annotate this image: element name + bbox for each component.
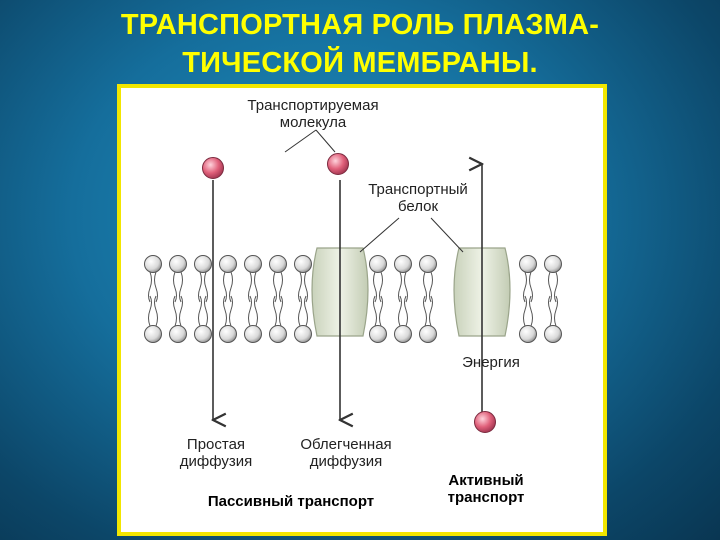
- protein-pointer-1: [359, 217, 400, 253]
- lipid-head-outer: [369, 255, 387, 273]
- lipid-head-outer: [519, 255, 537, 273]
- lipid-head-inner: [519, 325, 537, 343]
- label-transport-protein-1: Транспортный: [368, 181, 468, 198]
- lipid-head-inner: [419, 325, 437, 343]
- slide-title: ТРАНСПОРТНАЯ РОЛЬ ПЛАЗМА- ТИЧЕСКОЙ МЕМБР…: [0, 6, 720, 82]
- lipid-head-outer: [394, 255, 412, 273]
- lipid-tails: [248, 271, 258, 327]
- lipid-head-outer: [544, 255, 562, 273]
- label-facilitated-diffusion-1: Облегченная: [300, 436, 392, 453]
- lipid-tails: [398, 271, 408, 327]
- label-transport-protein-2: белок: [397, 198, 439, 215]
- lipid-tails: [373, 271, 383, 327]
- molecule-pointer-1: [284, 129, 317, 153]
- title-line-1: ТРАНСПОРТНАЯ РОЛЬ ПЛАЗМА-: [120, 9, 600, 41]
- lipid-head-outer: [419, 255, 437, 273]
- title-line-2: ТИЧЕСКОЙ МЕМБРАНЫ.: [182, 47, 538, 79]
- lipid-head-outer: [169, 255, 187, 273]
- lipid-head-inner: [394, 325, 412, 343]
- lipid-tails: [148, 271, 158, 327]
- protein-pointer-2: [430, 217, 464, 253]
- lipid-head-inner: [294, 325, 312, 343]
- lipid-head-inner: [194, 325, 212, 343]
- lipid-tails: [173, 271, 183, 327]
- lipid-tails: [548, 271, 558, 327]
- lipid-tails: [298, 271, 308, 327]
- molecule-pointer-2: [315, 129, 336, 153]
- label-transported-molecule: Транспортируемая молекула: [193, 97, 433, 131]
- lipid-tails: [423, 271, 433, 327]
- lipid-head-inner: [544, 325, 562, 343]
- lipid-tails: [523, 271, 533, 327]
- lipid-bilayer: [144, 255, 562, 343]
- lipid-head-inner: [144, 325, 162, 343]
- lipid-head-inner: [269, 325, 287, 343]
- lipid-head-inner: [244, 325, 262, 343]
- molecule-simple: [202, 157, 224, 179]
- lipid-head-inner: [219, 325, 237, 343]
- lipid-head-outer: [269, 255, 287, 273]
- label-facilitated-diffusion: Облегченная диффузия: [281, 436, 411, 470]
- label-transport-protein: Транспортный белок: [343, 181, 493, 215]
- label-active-transport-2: транспорт: [447, 489, 525, 506]
- label-simple-diffusion-2: диффузия: [179, 453, 253, 470]
- lipid-head-inner: [369, 325, 387, 343]
- lipid-head-outer: [194, 255, 212, 273]
- lipid-head-outer: [219, 255, 237, 273]
- label-passive-transport: Пассивный транспорт: [207, 493, 375, 510]
- label-simple-diffusion: Простая диффузия: [166, 436, 266, 470]
- lipid-head-outer: [294, 255, 312, 273]
- membrane-diagram: [144, 129, 562, 433]
- label-transported-molecule-2: молекула: [279, 114, 347, 131]
- membrane-diagram-panel: Транспортируемая молекула Транспортный б…: [117, 84, 607, 536]
- lipid-head-outer: [144, 255, 162, 273]
- label-active-transport: Активный транспорт: [426, 472, 546, 506]
- molecule-facilitated: [327, 153, 349, 175]
- label-active-transport-1: Активный: [448, 472, 524, 489]
- lipid-tails: [273, 271, 283, 327]
- lipid-head-inner: [169, 325, 187, 343]
- label-energy: Энергия: [462, 354, 520, 371]
- label-facilitated-diffusion-2: диффузия: [309, 453, 383, 470]
- lipid-tails: [223, 271, 233, 327]
- label-transported-molecule-1: Транспортируемая: [247, 97, 379, 114]
- molecule-active: [474, 411, 496, 433]
- label-simple-diffusion-1: Простая: [186, 436, 246, 453]
- lipid-tails: [198, 271, 208, 327]
- lipid-head-outer: [244, 255, 262, 273]
